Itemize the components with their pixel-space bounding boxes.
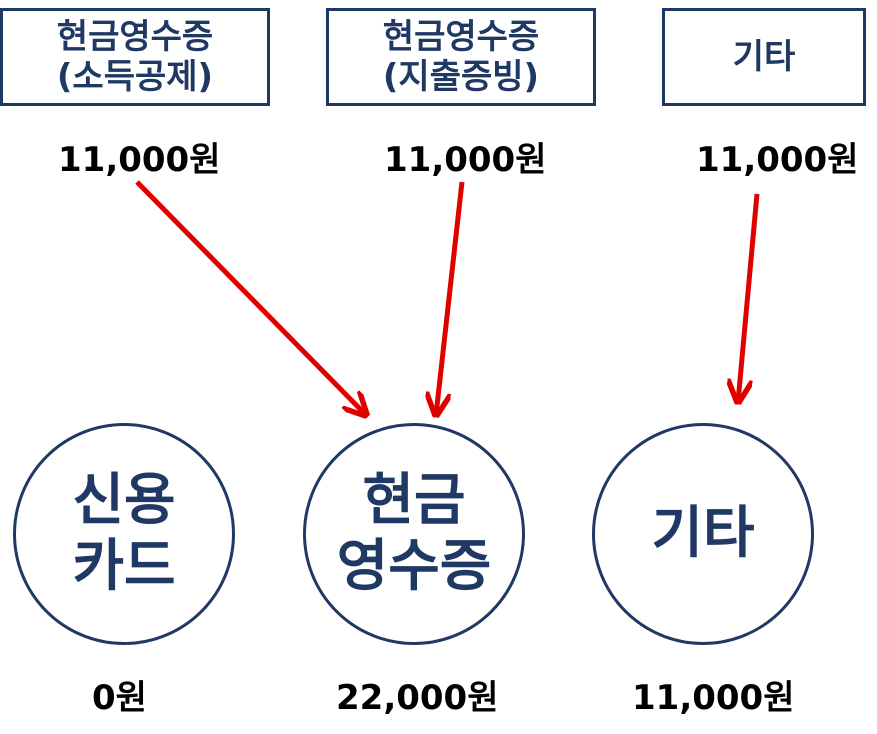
arrow-income-deduction-to-cash-receipt (135, 180, 366, 415)
target-label-line2: 영수증 (336, 534, 492, 599)
arrow-expense-proof-to-cash-receipt (436, 181, 465, 415)
source-label-line1: 현금영수증 (382, 17, 540, 57)
target-label-line1: 기타 (651, 501, 755, 566)
arrow-other-to-other (738, 193, 760, 402)
target-circle-credit-card: 신용 카드 (13, 423, 235, 645)
target-label-line1: 현금 (362, 468, 466, 533)
source-box-cash-receipt-expense-proof: 현금영수증 (지출증빙) (326, 8, 596, 106)
target-amount: 22,000원 (336, 678, 499, 718)
source-amount: 11,000원 (696, 140, 859, 180)
target-circle-cash-receipt: 현금 영수증 (303, 423, 525, 645)
target-label-line2: 카드 (72, 534, 176, 599)
source-label-line2: (소득공제) (56, 57, 214, 97)
source-box-other: 기타 (662, 8, 866, 106)
target-label-line1: 신용 (72, 468, 176, 533)
target-amount: 11,000원 (632, 678, 795, 718)
source-label-line1: 기타 (732, 37, 796, 77)
source-box-cash-receipt-income-deduction: 현금영수증 (소득공제) (0, 8, 270, 106)
target-circle-other: 기타 (592, 423, 814, 645)
target-amount: 0원 (92, 678, 147, 718)
source-amount: 11,000원 (384, 140, 547, 180)
source-amount: 11,000원 (58, 140, 221, 180)
source-label-line2: (지출증빙) (382, 57, 540, 97)
source-label-line1: 현금영수증 (56, 17, 214, 57)
